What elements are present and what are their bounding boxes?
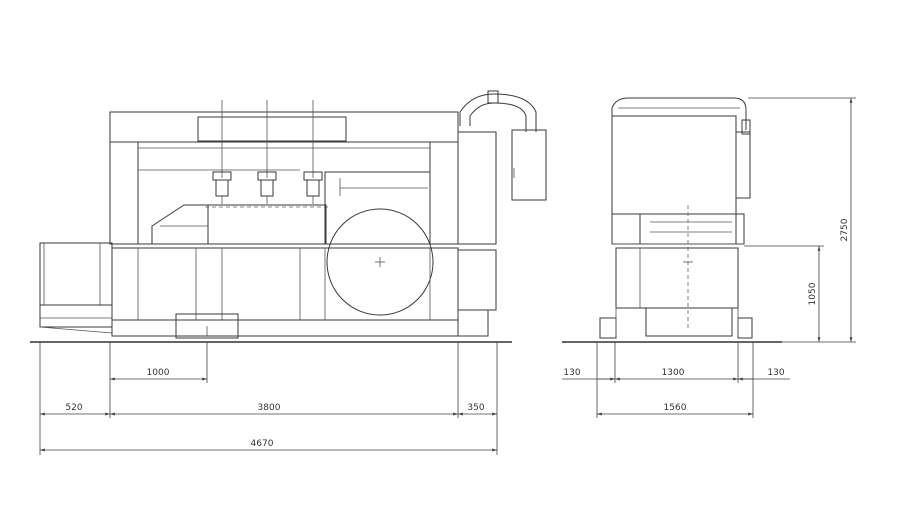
front-view xyxy=(30,90,547,343)
spindle-rods xyxy=(221,100,314,178)
dim-350: 350 xyxy=(467,403,484,413)
machine-base xyxy=(111,247,459,339)
dim-1300: 1300 xyxy=(662,368,685,378)
dim-4670: 4670 xyxy=(251,439,274,449)
dim-1050: 1050 xyxy=(808,282,818,305)
dim-2750: 2750 xyxy=(840,218,850,241)
dim-520: 520 xyxy=(65,403,82,413)
dim-1560: 1560 xyxy=(664,403,687,413)
dim-3800: 3800 xyxy=(258,403,281,413)
workpiece-carriage xyxy=(151,204,327,245)
saw-housing xyxy=(324,171,431,245)
side-upper-housing xyxy=(611,97,751,215)
outfeed-unit xyxy=(457,131,497,337)
spindle-heads xyxy=(212,171,323,204)
front-dimensions: 1000 520 3800 350 4670 xyxy=(39,342,498,455)
extraction-duct xyxy=(459,90,547,201)
dim-130-left: 130 xyxy=(563,368,580,378)
side-mid-section xyxy=(611,205,745,330)
dim-130-right: 130 xyxy=(767,368,784,378)
portal-frame xyxy=(109,111,459,245)
infeed-table xyxy=(39,242,113,334)
side-view xyxy=(562,97,782,343)
side-base xyxy=(599,247,753,339)
dim-1000: 1000 xyxy=(147,368,170,378)
saw-blade xyxy=(326,208,434,316)
side-dimensions: 130 1300 130 1560 1050 2750 xyxy=(562,97,856,418)
